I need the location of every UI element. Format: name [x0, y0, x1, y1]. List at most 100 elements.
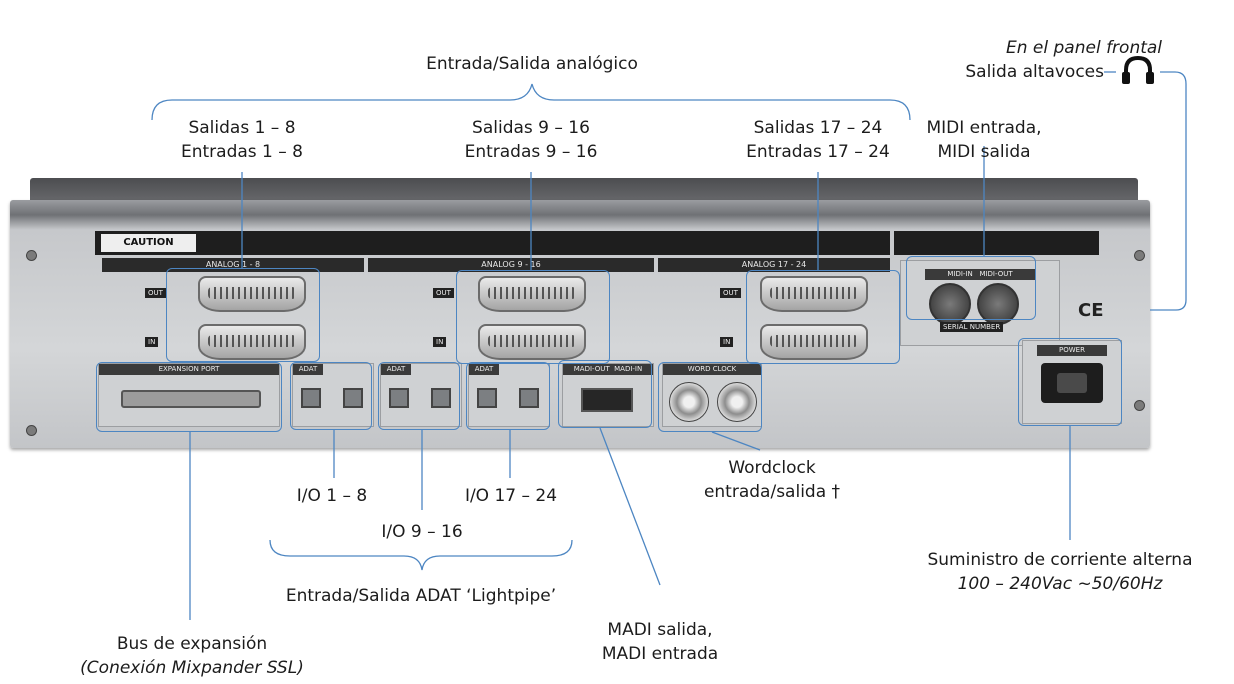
- callout-madi: [599, 427, 661, 586]
- in-tag: IN: [433, 337, 447, 347]
- expansion-port-panel: EXPANSION PORT: [98, 363, 280, 427]
- speaker-out-label: Salida altavoces: [965, 62, 1104, 82]
- madi-port: [581, 388, 633, 412]
- io-17-24-label: I/O 17 – 24: [464, 486, 558, 506]
- analog-1-8-label: Salidas 1 – 8 Entradas 1 – 8: [142, 116, 342, 164]
- madi-line1: MADI salida,: [607, 620, 713, 640]
- expansion-port-header: EXPANSION PORT: [99, 364, 279, 375]
- front-panel-note: En el panel frontal: [1006, 38, 1163, 58]
- analog-9-16-out-connector: [478, 276, 586, 312]
- adat-in-port: [477, 388, 497, 408]
- analog-group-label: Entrada/Salida analógico: [426, 54, 638, 74]
- highlight-midi: [906, 256, 1036, 320]
- adat-out-port: [343, 388, 363, 408]
- adat-bracket: [269, 539, 573, 571]
- rack-screw: [26, 425, 37, 436]
- analog-9-16-in-connector: [478, 324, 586, 360]
- out-tag: OUT: [433, 288, 454, 298]
- analog-17-24-line1: Salidas 17 – 24: [753, 118, 883, 138]
- expansion-line1: Bus de expansión: [116, 634, 268, 654]
- wordclock-out-bnc: [717, 382, 757, 422]
- caution-label: CAUTION: [101, 234, 196, 252]
- midi-header: MIDI-IN MIDI-OUT: [925, 269, 1035, 280]
- caution-label-bar: CAUTION: [95, 231, 890, 255]
- analog-1-8-in-connector: [198, 324, 306, 360]
- analog-1-8-line1: Salidas 1 – 8: [188, 118, 296, 138]
- adat-group-label: Entrada/Salida ADAT ‘Lightpipe’: [285, 586, 557, 606]
- rack-screw: [26, 250, 37, 261]
- wordclock-header: WORD CLOCK: [663, 364, 761, 375]
- io-9-16-label: I/O 9 – 16: [381, 522, 463, 542]
- adat-in-port: [389, 388, 409, 408]
- wordclock-line2: entrada/salida †: [703, 482, 841, 502]
- analog-9-16-line1: Salidas 9 – 16: [472, 118, 590, 138]
- midi-out-port: [977, 283, 1019, 325]
- out-tag: OUT: [720, 288, 741, 298]
- iec-power-inlet: [1041, 363, 1103, 403]
- wordclock-label: Wordclock entrada/salida †: [672, 456, 872, 504]
- serial-number-tag: SERIAL NUMBER: [940, 322, 1004, 332]
- adat-out-port: [431, 388, 451, 408]
- adat-1-8-panel: ADAT: [292, 363, 374, 427]
- madi-header: MADI-OUT MADI-IN: [563, 364, 653, 375]
- madi-in-text: MADI-IN: [614, 365, 643, 373]
- analog-17-24-line2: Entradas 17 – 24: [746, 142, 890, 162]
- wordclock-in-bnc: [669, 382, 709, 422]
- highlight-madi: [558, 360, 652, 428]
- midi-in-text: MIDI-IN: [947, 270, 973, 278]
- highlight-expansion: [96, 362, 282, 432]
- rack-screw: [1134, 250, 1145, 261]
- highlight-analog-17-24: [746, 270, 900, 364]
- highlight-analog-9-16: [456, 270, 610, 364]
- expansion-connector: [121, 390, 261, 408]
- power-header: POWER: [1037, 345, 1107, 356]
- madi-line2: MADI entrada: [601, 644, 719, 664]
- adat-header: ADAT: [381, 364, 411, 375]
- analog-17-24-strip: ANALOG 17 - 24: [658, 258, 890, 272]
- midi-line1: MIDI entrada,: [926, 118, 1042, 138]
- headphones-icon: [1124, 55, 1152, 82]
- headphones-icon-right-cup: [1146, 72, 1154, 84]
- analog-9-16-strip: ANALOG 9 - 16: [368, 258, 654, 272]
- power-label: Suministro de corriente alterna 100 – 24…: [900, 548, 1220, 596]
- in-tag: IN: [720, 337, 734, 347]
- headphones-icon-left-cup: [1122, 72, 1130, 84]
- callout-headphones: [1150, 71, 1187, 311]
- power-line2: 100 – 240Vac ~50/60Hz: [957, 574, 1163, 594]
- highlight-adat-9-16: [378, 362, 460, 430]
- wordclock-panel: WORD CLOCK: [662, 363, 762, 427]
- analog-9-16-label: Salidas 9 – 16 Entradas 9 – 16: [431, 116, 631, 164]
- adat-in-port: [301, 388, 321, 408]
- analog-1-8-line2: Entradas 1 – 8: [181, 142, 303, 162]
- warning-fine-print: [205, 234, 884, 252]
- warning-bar-right: [894, 231, 1099, 255]
- power-line1: Suministro de corriente alterna: [927, 550, 1193, 570]
- analog-17-24-label: Salidas 17 – 24 Entradas 17 – 24: [718, 116, 918, 164]
- adat-out-port: [519, 388, 539, 408]
- madi-label: MADI salida, MADI entrada: [560, 618, 760, 666]
- interface-rear-panel: CAUTION ANALOG 1 - 8 ANALOG 9 - 16 ANALO…: [10, 200, 1150, 448]
- ce-mark: CE: [1078, 300, 1104, 321]
- power-panel: POWER: [1022, 340, 1122, 424]
- analog-17-24-out-connector: [760, 276, 868, 312]
- midi-out-text: MIDI-OUT: [979, 270, 1013, 278]
- madi-out-text: MADI-OUT: [573, 365, 610, 373]
- highlight-power: [1018, 338, 1122, 426]
- out-tag: OUT: [145, 288, 166, 298]
- adat-header: ADAT: [469, 364, 499, 375]
- highlight-adat-1-8: [290, 362, 372, 430]
- highlight-wordclock: [658, 362, 762, 432]
- expansion-line2: (Conexión Mixpander SSL): [80, 658, 304, 678]
- in-tag: IN: [145, 337, 159, 347]
- expansion-label: Bus de expansión (Conexión Mixpander SSL…: [52, 632, 332, 680]
- rack-screw: [1134, 400, 1145, 411]
- analog-17-24-in-connector: [760, 324, 868, 360]
- analog-bracket: [151, 83, 911, 121]
- highlight-analog-1-8: [166, 268, 320, 362]
- wordclock-line1: Wordclock: [728, 458, 816, 478]
- madi-panel: MADI-OUT MADI-IN: [562, 363, 654, 427]
- highlight-adat-17-24: [466, 362, 550, 430]
- adat-header: ADAT: [293, 364, 323, 375]
- midi-line2: MIDI salida: [937, 142, 1031, 162]
- io-1-8-label: I/O 1 – 8: [296, 486, 368, 506]
